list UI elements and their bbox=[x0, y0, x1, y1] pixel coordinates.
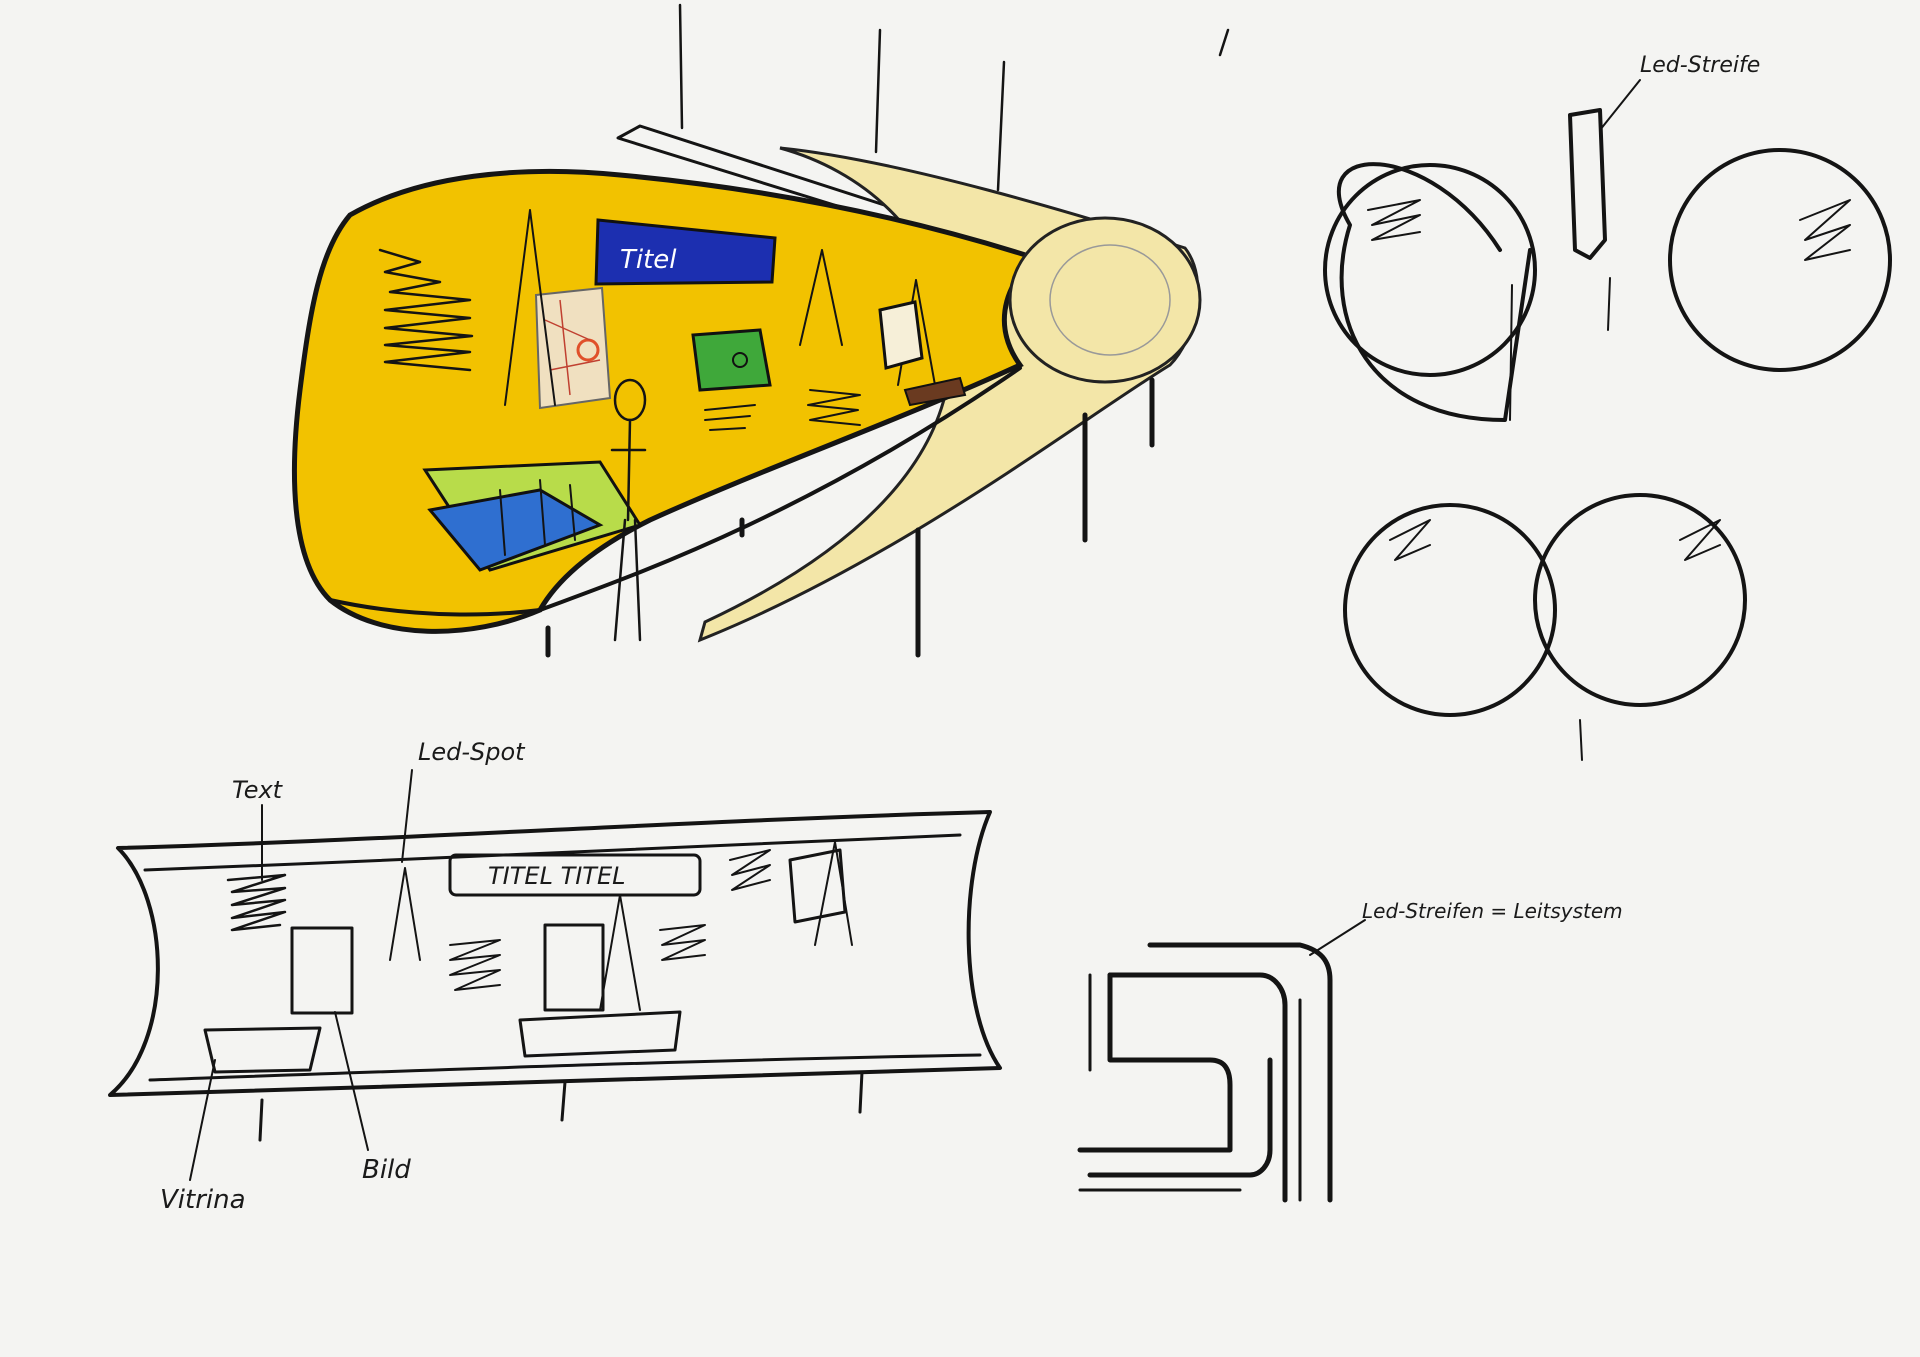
led-strip-pipe bbox=[1568, 108, 1607, 260]
perspective-title-sign: Titel bbox=[594, 218, 777, 286]
section-tunnel-outline bbox=[108, 810, 1002, 1097]
tunnel-end-opening bbox=[1008, 216, 1202, 384]
label-text: Text bbox=[232, 776, 284, 804]
small-vitrine bbox=[903, 376, 967, 407]
perspective-tunnel-sketch: Titel bbox=[291, 3, 1230, 658]
section-picture bbox=[290, 926, 354, 1015]
module-2-right bbox=[1533, 493, 1747, 707]
map-poster bbox=[534, 286, 612, 410]
label-led-spot: Led-Spot bbox=[418, 738, 526, 766]
floor-vitrine bbox=[422, 460, 643, 572]
tunnel-spotlights bbox=[504, 209, 936, 406]
label-vitrina: Vitrina bbox=[160, 1185, 246, 1215]
section-view-sketch: TITEL TITEL Text Led-Spot Bild Vitrina bbox=[108, 738, 1002, 1215]
green-display-case bbox=[691, 328, 772, 431]
section-supports bbox=[258, 1070, 864, 1142]
section-vitrine bbox=[203, 1026, 322, 1074]
framed-artwork bbox=[878, 300, 924, 370]
perspective-title-text: Titel bbox=[620, 245, 677, 275]
section-title-sign bbox=[448, 853, 702, 897]
circular-modules-sketch: Led-Streife bbox=[1323, 53, 1892, 761]
text-block-zigzag bbox=[378, 248, 474, 372]
visitor-figure bbox=[610, 378, 647, 642]
module-1-right bbox=[1668, 148, 1892, 372]
led-strip-label: Led-Streife bbox=[1640, 53, 1760, 78]
section-text-block bbox=[226, 873, 287, 932]
module-1-left bbox=[1336, 162, 1532, 422]
guidance-label: Led-Streifen = Leitsystem bbox=[1362, 899, 1623, 923]
section-title-text: TITEL TITEL bbox=[488, 862, 626, 890]
module-2-left bbox=[1343, 503, 1557, 717]
guidance-strip-top bbox=[1147, 942, 1333, 1203]
label-bild: Bild bbox=[362, 1155, 411, 1185]
hanging-cables bbox=[678, 3, 1230, 192]
tunnel-supports bbox=[545, 377, 1155, 658]
led-guidance-sketch: Led-Streifen = Leitsystem bbox=[1077, 899, 1623, 1203]
tunnel-floor-edge bbox=[538, 366, 1022, 612]
